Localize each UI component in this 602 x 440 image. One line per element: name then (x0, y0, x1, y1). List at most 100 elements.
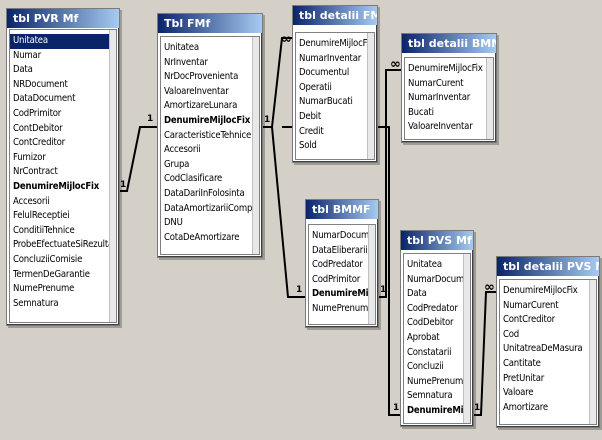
field-valoare[interactable]: Valoare (503, 387, 534, 399)
field-furnizor[interactable]: Furnizor (13, 151, 46, 163)
field-data[interactable]: Data (407, 288, 427, 300)
field-bucati[interactable]: Bucati (408, 106, 434, 118)
field-numar-document[interactable]: NumarDocument (407, 273, 470, 285)
field-cont-creditor[interactable]: ContCreditor (13, 137, 65, 149)
field-nr-inventar[interactable]: NrInventar (164, 56, 208, 68)
scrollbar[interactable] (589, 280, 596, 424)
table-title[interactable]: tbl PVS Mf (401, 231, 473, 250)
field-data-eliberarii[interactable]: DataEliberarii (312, 244, 368, 256)
field-concluzii[interactable]: Concluzii (407, 361, 444, 373)
field-valoare-inventar[interactable]: ValoareInventar (164, 85, 229, 97)
field-aprobat[interactable]: Aprobat (407, 331, 440, 343)
field-cod[interactable]: Cod (503, 328, 520, 340)
table-window-pvs[interactable]: tbl PVS Mf UnitateaNumarDocumentDataCodPr… (400, 230, 474, 427)
relation-pvs-detpvs[interactable] (472, 291, 496, 416)
field-denumire-mijloc-fix[interactable]: DenumireMijlocFix (13, 180, 100, 192)
field-felul-receptiei[interactable]: FelulReceptiei (13, 210, 70, 222)
scrollbar[interactable] (367, 33, 374, 159)
field-semnatura[interactable]: Semnatura (407, 390, 453, 402)
scrollbar[interactable] (486, 58, 493, 139)
field-data-dari-in-folosinta[interactable]: DataDariInFolosinta (164, 187, 245, 199)
scrollbar[interactable] (252, 37, 259, 254)
field-credit[interactable]: Credit (299, 125, 324, 137)
table-title[interactable]: tbl PVR Mf (7, 9, 119, 28)
field-concluzii-comisie[interactable]: ConcluziiComisie (13, 253, 83, 265)
field-documentul[interactable]: Documentul (299, 67, 350, 79)
field-list[interactable]: UnitateaNumarDocumentDataCodPredatorCodD… (403, 253, 471, 424)
field-sold[interactable]: Sold (299, 140, 317, 152)
field-denumire-mijloc-fix[interactable]: DenumireMijlocFix (503, 285, 578, 296)
field-dnu[interactable]: DNU (164, 217, 183, 229)
table-title[interactable]: tbl BMMF (306, 200, 378, 219)
field-unitatea[interactable]: Unitatea (164, 42, 199, 53)
table-title[interactable]: tbl detalii PVS Mf (497, 257, 599, 276)
field-nr-contract[interactable]: NrContract (13, 166, 58, 178)
field-cod-predator[interactable]: CodPredator (407, 302, 458, 314)
field-data[interactable]: Data (13, 64, 33, 76)
field-cod-primitor[interactable]: CodPrimitor (312, 273, 361, 285)
field-numar-document[interactable]: NumarDocument (312, 230, 375, 241)
table-window-detfmf[interactable]: tbl detalii FMfDenumireMijlocFixNumarInv… (292, 5, 378, 163)
field-cantitate[interactable]: Cantitate (503, 357, 541, 369)
field-grupa[interactable]: Grupa (164, 158, 190, 170)
scrollbar[interactable] (368, 225, 375, 324)
relation-fmf-detfmf[interactable] (261, 37, 292, 128)
table-window-bmmf[interactable]: tbl BMMF NumarDocumentDataEliberariiCodPr… (305, 199, 379, 328)
field-unitatea[interactable]: Unitatea (10, 34, 116, 49)
field-numar-bucati[interactable]: NumarBucati (299, 96, 353, 108)
scrollbar[interactable] (463, 254, 470, 423)
field-numar-curent[interactable]: NumarCurent (408, 77, 464, 89)
field-valoare-inventar[interactable]: ValoareInventar (408, 121, 473, 133)
field-cod-predator[interactable]: CodPredator (312, 259, 363, 271)
field-probe-efectuate-si-rezultate[interactable]: ProbeEfectuateSiRezultate (13, 239, 116, 251)
field-denumire-mijloc-fix[interactable]: DenumireMijlocFix (408, 63, 483, 74)
table-title[interactable]: tbl detalii BMMf (402, 34, 496, 53)
field-denumire-mijloc-fix[interactable]: DenumireMijlocFix (312, 288, 375, 300)
field-data-document[interactable]: DataDocument (13, 93, 76, 105)
field-conditii-tehnice[interactable]: ConditiiTehnice (13, 224, 75, 236)
relation-bmmf-detbmmf[interactable] (377, 69, 401, 298)
field-semnatura[interactable]: Semnatura (13, 297, 59, 309)
field-pret-unitar[interactable]: PretUnitar (503, 372, 545, 384)
field-denumire-mijloc-fix[interactable]: DenumireMijlocFix (407, 404, 470, 416)
field-data-amortizarii-complecte[interactable]: DataAmortizariiComplecte (164, 202, 259, 214)
relation-fmf-bmmf[interactable] (271, 126, 305, 298)
table-window-detbmmf[interactable]: tbl detalii BMMfDenumireMijlocFixNumarCu… (401, 33, 497, 143)
relation-pvr-fmf[interactable] (118, 126, 157, 192)
field-nrdocument[interactable]: NRDocument (13, 78, 68, 90)
field-nume-prenume[interactable]: NumePrenume (312, 302, 374, 314)
field-cod-clasificare[interactable]: CodClasificare (164, 173, 223, 185)
field-unitatrea-de-masura[interactable]: UnitatreaDeMasura (503, 343, 583, 355)
field-nr-doc-provenienta[interactable]: NrDocProvenienta (164, 71, 239, 83)
field-numar-inventar[interactable]: NumarInventar (408, 92, 471, 104)
field-cod-primitor[interactable]: CodPrimitor (13, 107, 62, 119)
field-nume-prenume[interactable]: NumePrenume (407, 375, 469, 387)
field-cont-debitor[interactable]: ContDebitor (13, 122, 63, 134)
table-title[interactable]: tbl detalii FMf (293, 6, 377, 25)
field-nume-prenume[interactable]: NumePrenume (13, 283, 75, 295)
field-accesorii[interactable]: Accesorii (13, 195, 50, 207)
field-list[interactable]: NumarDocumentDataEliberariiCodPredatorCo… (308, 224, 376, 325)
field-amortizare-lunara[interactable]: AmortizareLunara (164, 100, 238, 112)
field-denumire-mijloc-fix[interactable]: DenumireMijlocFix (299, 38, 374, 49)
field-numar[interactable]: Numar (13, 49, 41, 61)
table-window-detpvs[interactable]: tbl detalii PVS Mf DenumireMijlocFixNumar… (496, 256, 600, 428)
field-caracteristice-tehnice[interactable]: CaracteristiceTehnice (164, 129, 252, 141)
field-numar-curent[interactable]: NumarCurent (503, 299, 559, 311)
field-cont-creditor[interactable]: ContCreditor (503, 314, 555, 326)
field-unitatea[interactable]: Unitatea (407, 259, 442, 270)
field-termen-de-garantie[interactable]: TermenDeGarantie (13, 268, 90, 280)
field-accesorii[interactable]: Accesorii (164, 144, 201, 156)
field-operatii[interactable]: Operatii (299, 81, 332, 93)
scrollbar[interactable] (109, 30, 116, 322)
field-amortizare[interactable]: Amortizare (503, 401, 548, 413)
field-cod-debitor[interactable]: CodDebitor (407, 317, 454, 329)
table-title[interactable]: Tbl FMf (158, 14, 262, 33)
